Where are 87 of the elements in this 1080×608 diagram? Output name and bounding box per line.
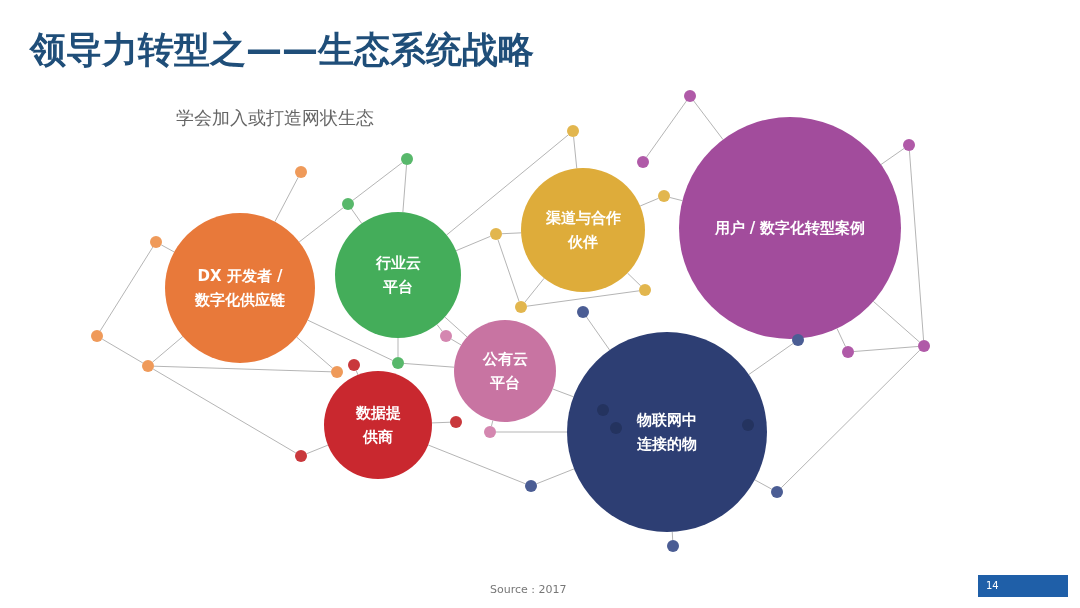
connector-line xyxy=(853,345,919,353)
connector-line xyxy=(585,316,611,351)
connector-line xyxy=(646,100,687,158)
connector-line xyxy=(836,328,846,348)
connector-line xyxy=(307,319,394,361)
network-dot xyxy=(658,190,670,202)
network-dot xyxy=(667,540,679,552)
node-label: 用户 / 数字化转型案例 xyxy=(713,218,867,239)
connector-line xyxy=(446,134,569,236)
network-dot xyxy=(484,426,496,438)
connector-line xyxy=(872,300,920,343)
connector-line xyxy=(552,388,574,398)
connector-line xyxy=(671,531,674,541)
connector-line xyxy=(908,150,925,341)
node-label: 数据提供商 xyxy=(354,403,402,448)
page-number: 14 xyxy=(978,575,1068,597)
connector-line xyxy=(153,365,332,373)
network-dot xyxy=(142,360,154,372)
source-note: Source : 2017 xyxy=(490,583,567,596)
network-dot xyxy=(450,416,462,428)
connector-line xyxy=(526,290,640,307)
network-dot xyxy=(490,228,502,240)
connector-line xyxy=(524,277,545,303)
connector-line xyxy=(639,197,659,207)
connector-line xyxy=(495,431,568,433)
connector-line xyxy=(754,479,773,490)
connector-line xyxy=(450,338,462,346)
connector-line xyxy=(669,197,683,202)
network-dot xyxy=(91,330,103,342)
network-dot xyxy=(348,359,360,371)
connector-line xyxy=(403,362,455,368)
network-dot xyxy=(392,357,404,369)
connector-line xyxy=(152,368,297,454)
connector-line xyxy=(160,244,175,253)
network-dot xyxy=(639,284,651,296)
network-dot xyxy=(684,90,696,102)
network-dot xyxy=(918,340,930,352)
connector-line xyxy=(444,316,468,338)
connector-line xyxy=(573,136,578,169)
connector-line xyxy=(436,324,443,332)
connector-line xyxy=(306,444,329,455)
node-label: DX 开发者 / 数字化供应链 xyxy=(194,266,286,311)
connector-line xyxy=(627,272,642,287)
connector-line xyxy=(455,235,491,252)
subtitle: 学会加入或打造网状生态 xyxy=(176,106,374,130)
network-dot xyxy=(903,139,915,151)
node-label: 行业云平台 xyxy=(374,253,422,298)
connector-line xyxy=(402,164,408,213)
network-dot xyxy=(637,156,649,168)
node-label: 物联网中连接的物 xyxy=(635,410,698,455)
connector-line xyxy=(880,147,905,165)
connector-line xyxy=(431,421,451,424)
network-dot xyxy=(567,125,579,137)
slide-title: 领导力转型之——生态系统战略 xyxy=(30,28,534,72)
connector-line xyxy=(490,420,494,427)
connector-line xyxy=(350,208,363,224)
connector-line xyxy=(101,338,144,364)
network-dot xyxy=(401,153,413,165)
connector-line xyxy=(298,207,344,243)
connector-line xyxy=(501,232,522,235)
connector-line xyxy=(355,370,359,376)
connector-line xyxy=(693,100,724,140)
connector-line xyxy=(99,246,154,332)
network-dot xyxy=(515,301,527,313)
network-dot xyxy=(842,346,854,358)
connector-line xyxy=(352,162,403,201)
connector-line xyxy=(748,342,794,376)
connector-line xyxy=(427,444,526,485)
network-dot xyxy=(577,306,589,318)
network-dot xyxy=(331,366,343,378)
connector-line xyxy=(296,336,333,369)
connector-line xyxy=(536,468,575,485)
connector-line xyxy=(780,349,921,489)
node-label: 渠道与合作伙伴 xyxy=(544,208,622,253)
network-dot xyxy=(440,330,452,342)
network-dot xyxy=(295,450,307,462)
network-dot xyxy=(150,236,162,248)
network-dot xyxy=(295,166,307,178)
connector-line xyxy=(497,239,520,302)
connector-line xyxy=(274,176,299,223)
network-dot xyxy=(342,198,354,210)
connector-line xyxy=(397,337,399,358)
network-dot xyxy=(771,486,783,498)
connector-line xyxy=(152,336,184,363)
node-label: 公有云平台 xyxy=(481,349,529,394)
network-dot xyxy=(525,480,537,492)
circle-node xyxy=(335,212,461,338)
